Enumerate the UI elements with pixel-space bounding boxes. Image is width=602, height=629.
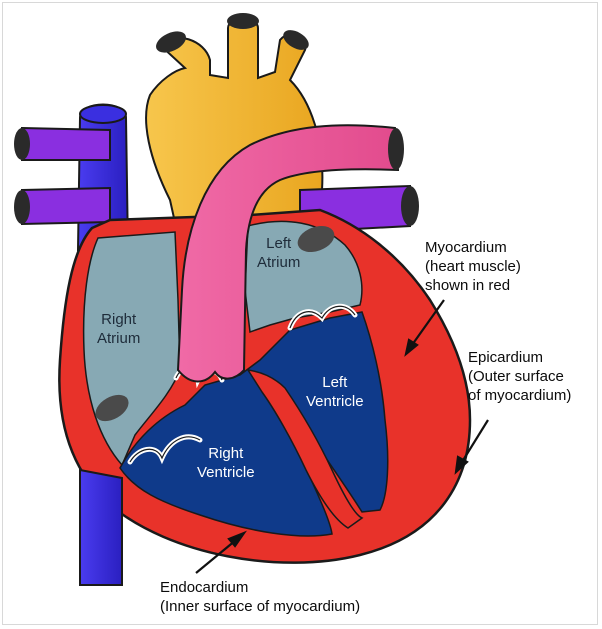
label-left-ventricle-line1: Left <box>306 373 364 392</box>
label-right-atrium: Right Atrium <box>97 310 140 348</box>
label-myocardium-line1: Myocardium <box>425 238 521 257</box>
label-left-atrium-line1: Left <box>257 234 300 253</box>
label-epicardium-line3: of myocardium) <box>468 386 571 405</box>
label-right-ventricle: Right Ventricle <box>197 444 255 482</box>
label-myocardium-line2: (heart muscle) <box>425 257 521 276</box>
label-right-ventricle-line2: Ventricle <box>197 463 255 482</box>
label-right-atrium-line2: Atrium <box>97 329 140 348</box>
label-myocardium-line3: shown in red <box>425 276 521 295</box>
label-right-ventricle-line1: Right <box>197 444 255 463</box>
label-left-ventricle: Left Ventricle <box>306 373 364 411</box>
label-right-atrium-line1: Right <box>97 310 140 329</box>
label-endocardium: Endocardium (Inner surface of myocardium… <box>160 578 360 616</box>
label-epicardium-line1: Epicardium <box>468 348 571 367</box>
label-endocardium-line1: Endocardium <box>160 578 360 597</box>
label-epicardium-line2: (Outer surface <box>468 367 571 386</box>
label-myocardium: Myocardium (heart muscle) shown in red <box>425 238 521 295</box>
label-left-atrium-line2: Atrium <box>257 253 300 272</box>
label-left-atrium: Left Atrium <box>257 234 300 272</box>
label-epicardium: Epicardium (Outer surface of myocardium) <box>468 348 571 405</box>
inferior-vena-cava <box>80 470 122 585</box>
label-endocardium-line2: (Inner surface of myocardium) <box>160 597 360 616</box>
label-left-ventricle-line2: Ventricle <box>306 392 364 411</box>
